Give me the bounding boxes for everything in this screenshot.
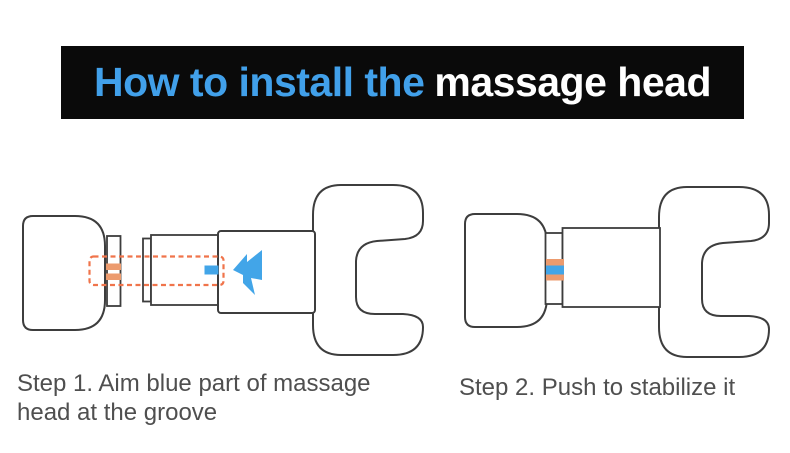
step2-caption: Step 2. Push to stabilize it: [459, 374, 736, 401]
groove-mark-bottom: [106, 273, 121, 280]
groove-mark-top: [546, 259, 564, 266]
groove-mark-bottom: [546, 274, 564, 281]
title-highlight: How to install the: [93, 59, 425, 105]
push-left-arrow-icon: [233, 250, 262, 295]
blue-align-tab: [204, 265, 219, 275]
step1-caption: Step 1. Aim blue part of massage head at…: [17, 370, 371, 426]
fork-massage-head: [658, 186, 771, 358]
step2-diagram: [464, 186, 771, 358]
fork-massage-head: [312, 184, 425, 356]
blue-align-tab-seated: [546, 265, 564, 275]
gun-body: [22, 215, 106, 331]
alignment-dashed-box: [88, 255, 225, 287]
title-banner: How to install the massage head: [61, 46, 744, 119]
gun-body: [464, 213, 548, 328]
step1-diagram: [22, 184, 425, 356]
head-shaft-cylinder: [561, 227, 661, 308]
title-normal: massage head: [434, 59, 711, 105]
head-shaft-step: [142, 237, 152, 303]
groove-mark-top: [106, 263, 121, 270]
gun-shaft-flange: [106, 235, 122, 307]
head-base-block: [217, 230, 316, 314]
